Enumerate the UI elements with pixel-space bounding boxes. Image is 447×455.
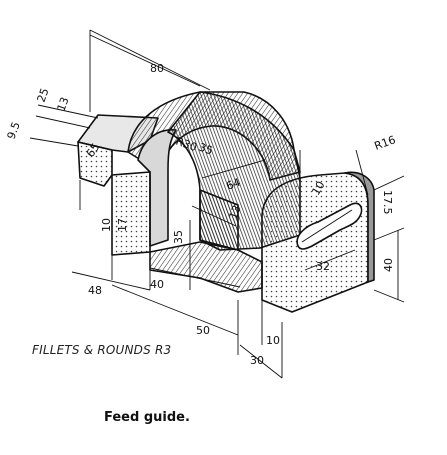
dim-40-base: 40: [150, 278, 164, 291]
dim-10-base: 10: [266, 334, 280, 347]
dim-25: 25: [35, 86, 52, 104]
dim-35-top: 35: [197, 141, 215, 158]
dim-48: 48: [88, 284, 102, 297]
dim-17: 17: [116, 218, 129, 232]
dim-10-plate: 10: [309, 179, 327, 198]
dim-50: 50: [196, 324, 210, 337]
dim-13-rib: 13: [227, 203, 244, 221]
dim-17-5: 17.5: [381, 190, 394, 215]
dim-30: 30: [250, 354, 264, 367]
dimension-labels: 80 25 13 9.5 65 R30 35 R16 64 10 17.5 13…: [5, 62, 398, 367]
dim-35-leg: 35: [172, 230, 185, 244]
part-body: [77, 91, 375, 313]
dim-32: 32: [316, 260, 330, 273]
center-rib: [199, 189, 239, 251]
figure-caption: Feed guide.: [104, 410, 190, 425]
fillets-note: FILLETS & ROUNDS R3: [32, 343, 172, 357]
left-flange-front: [77, 141, 113, 187]
dim-9-5: 9.5: [5, 120, 23, 141]
left-leg: [111, 171, 151, 256]
dim-13-top: 13: [55, 95, 72, 113]
dim-r16: R16: [373, 133, 398, 153]
dim-10-left: 10: [100, 218, 113, 232]
dimension-lines: [29, 29, 405, 379]
dim-64: 64: [225, 176, 243, 193]
plate-slot: [296, 202, 363, 250]
right-plate-side: [344, 171, 375, 283]
dim-80: 80: [150, 62, 164, 75]
dim-40-plate: 40: [382, 258, 395, 272]
